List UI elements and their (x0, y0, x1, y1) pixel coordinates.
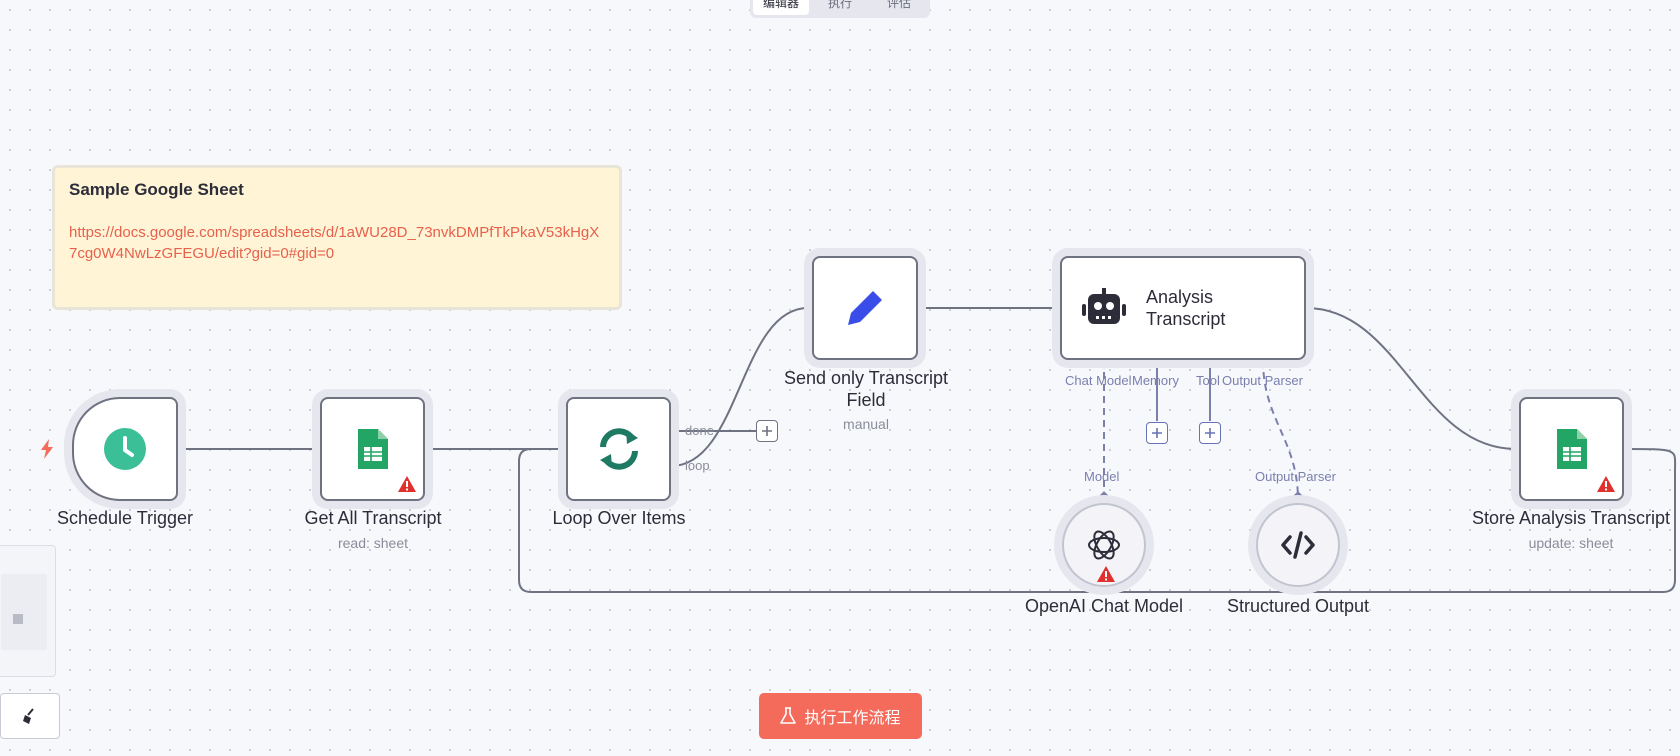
schedule-trigger-node[interactable] (72, 397, 178, 501)
loop-over-items-label: Loop Over Items (552, 508, 686, 528)
structured-output-port-label: Output Parser (1255, 469, 1336, 484)
broom-icon (23, 708, 34, 724)
get-all-transcript-node[interactable] (320, 397, 425, 501)
analysis-transcript-label-line2: Transcript (1146, 309, 1226, 329)
send-only-transcript-label-line1: Send only Transcript (783, 368, 949, 388)
port-memory-label: Memory (1132, 373, 1179, 388)
minimap-panel[interactable] (0, 545, 56, 677)
send-only-transcript-label: Send only Transcript Field (766, 367, 966, 411)
sticky-title: Sample Google Sheet (69, 180, 244, 199)
send-only-transcript-label-line2: Field (846, 390, 886, 410)
plus-icon (762, 426, 772, 436)
sticky-link[interactable]: https://docs.google.com/spreadsheets/d/1… (69, 224, 600, 262)
trigger-bolt-icon (41, 439, 53, 459)
view-tab-bar: 编辑器 执行 评估 (750, 0, 930, 18)
analysis-transcript-label-line1: Analysis (1146, 287, 1214, 307)
send-only-transcript-subtitle: manual (843, 416, 889, 432)
sticky-note[interactable]: Sample Google Sheet https://docs.google.… (52, 165, 622, 310)
schedule-trigger-label: Schedule Trigger (56, 508, 194, 528)
warning-icon (398, 476, 416, 492)
loop-done-output-label: done (685, 423, 714, 438)
tab-evaluations[interactable]: 评估 (886, 0, 911, 10)
analysis-transcript-node[interactable]: Analysis Transcript (1060, 256, 1306, 360)
minimap-viewport (1, 574, 47, 650)
clean-up-button[interactable] (0, 693, 60, 739)
openai-chat-model-label: OpenAI Chat Model (1024, 596, 1184, 616)
flask-icon (780, 707, 797, 724)
openai-model-port-label: Model (1084, 469, 1120, 484)
warning-icon (1597, 476, 1615, 492)
get-all-transcript-label: Get All Transcript (304, 508, 442, 528)
execute-workflow-button[interactable]: 执行工作流程 (759, 693, 922, 739)
robot-icon (1082, 288, 1126, 324)
store-analysis-transcript-node[interactable] (1519, 397, 1624, 501)
loop-loop-output-label: loop (685, 458, 710, 473)
add-node-done-button[interactable] (756, 420, 778, 442)
loop-over-items-node[interactable] (566, 397, 671, 501)
store-analysis-transcript-label: Store Analysis Transcript (1471, 508, 1671, 528)
add-memory-button[interactable] (1146, 422, 1168, 444)
port-output-parser-label: Output Parser (1222, 373, 1303, 388)
port-tool-label: Tool (1196, 373, 1220, 388)
warning-icon (1097, 566, 1115, 582)
store-analysis-transcript-subtitle: update: sheet (1528, 535, 1614, 551)
structured-output-label: Structured Output (1226, 596, 1370, 616)
port-chat-model-label: Chat Model (1065, 373, 1132, 388)
execute-workflow-label: 执行工作流程 (804, 710, 901, 727)
openai-chat-model-node[interactable] (1062, 503, 1146, 587)
add-tool-button[interactable] (1199, 422, 1221, 444)
google-sheets-icon (1556, 429, 1587, 469)
loop-icon (599, 428, 638, 470)
edge-loop-to-set[interactable] (670, 307, 809, 467)
code-icon (1281, 531, 1315, 559)
google-sheets-icon (357, 429, 388, 469)
structured-output-node[interactable] (1256, 503, 1340, 587)
tab-executions[interactable]: 执行 (827, 0, 852, 10)
edge-store-back-to-loop[interactable] (518, 448, 1677, 593)
clock-icon (104, 428, 146, 470)
plus-icon (1205, 428, 1215, 438)
send-only-transcript-node[interactable] (812, 256, 918, 360)
get-all-transcript-subtitle: read: sheet (337, 535, 409, 551)
analysis-transcript-label: Analysis Transcript (1146, 286, 1225, 330)
openai-icon (1088, 530, 1120, 560)
minimap-node-marker (13, 614, 23, 624)
tab-editor[interactable]: 编辑器 (753, 0, 809, 15)
edge-agent-to-store[interactable] (1305, 307, 1517, 450)
plus-icon (1152, 428, 1162, 438)
pencil-icon (848, 288, 885, 325)
